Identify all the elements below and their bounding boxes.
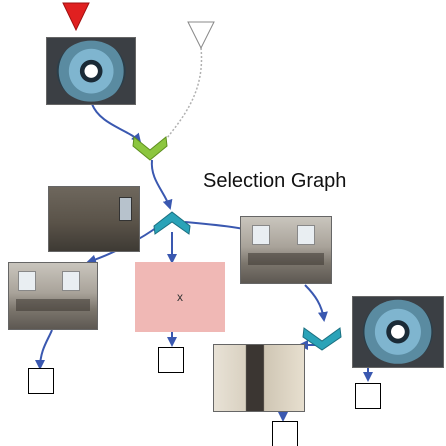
placeholder-x-node[interactable]: x — [135, 262, 225, 332]
blue-merge-chevron-icon — [302, 327, 342, 351]
inactive-triangle-down-icon — [187, 21, 215, 50]
edge-merge-to-branch — [150, 159, 173, 210]
room-window — [119, 196, 132, 221]
room-window — [296, 224, 315, 246]
edge-left-room-to-box — [35, 329, 53, 370]
left-room-image[interactable] — [8, 262, 98, 330]
room-window — [17, 270, 36, 292]
edge-right-room-to-merge — [304, 284, 328, 322]
edge-top-camera-to-merge — [91, 103, 142, 144]
upper-left-room-image[interactable] — [48, 186, 140, 252]
fisheye-lens-graphic — [362, 299, 434, 365]
fisheye-lens-graphic — [56, 40, 126, 102]
active-triangle-down-icon — [62, 2, 90, 32]
green-merge-chevron-icon — [132, 136, 168, 161]
door-room-image[interactable] — [213, 344, 305, 412]
output-square-node-icon[interactable] — [355, 383, 381, 409]
top-fisheye-camera-image[interactable] — [46, 37, 136, 105]
blue-branch-chevron-icon — [153, 211, 191, 235]
right-room-image[interactable] — [240, 216, 332, 284]
output-square-node-icon[interactable] — [158, 347, 184, 373]
output-square-node-icon[interactable] — [272, 421, 298, 446]
placeholder-x-label: x — [177, 290, 183, 304]
graph-title: Selection Graph — [203, 170, 347, 192]
edge-dotted-to-merge — [166, 47, 203, 139]
room-window — [61, 270, 80, 292]
room-window — [251, 224, 270, 246]
output-square-node-icon[interactable] — [28, 368, 54, 394]
right-fisheye-camera-image[interactable] — [352, 296, 444, 368]
